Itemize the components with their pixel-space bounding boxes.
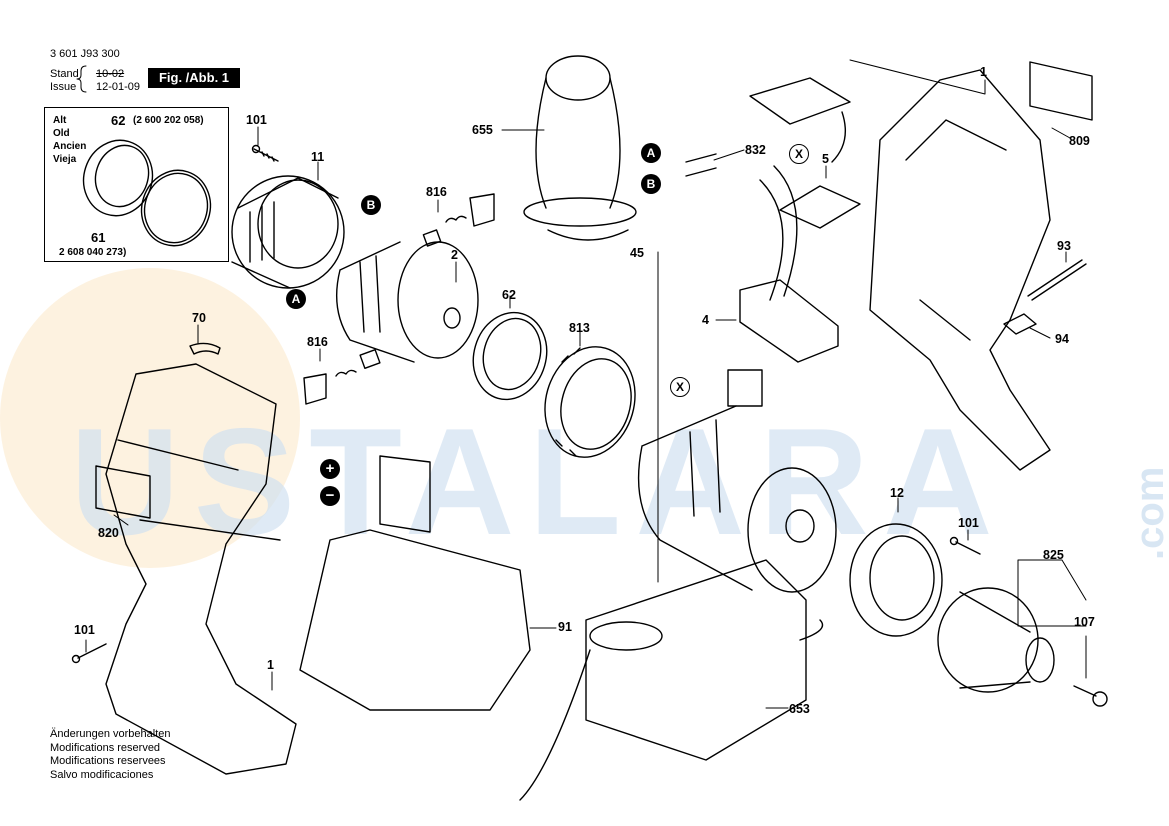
screw-107	[1073, 685, 1108, 707]
callout-5: 5	[822, 152, 829, 166]
screw-101-right	[949, 536, 981, 555]
marker-b-left: B	[361, 195, 381, 215]
holster-655	[523, 55, 637, 241]
callout-1-bottom: 1	[267, 658, 274, 672]
doc-number: 3 601 J93 300	[50, 48, 120, 60]
stand-date: 10-02	[96, 68, 125, 80]
callout-107: 107	[1074, 615, 1095, 629]
battery-91	[299, 455, 531, 711]
old-part-61: 61	[91, 230, 106, 245]
callout-2: 2	[451, 248, 458, 262]
notes: Änderungen vorbehalten Modifications res…	[50, 728, 170, 782]
header-brace	[76, 65, 87, 93]
housing-half-1-top	[869, 69, 1051, 471]
marker-plus: +	[320, 459, 340, 479]
callout-94: 94	[1055, 332, 1069, 346]
callout-45: 45	[630, 246, 644, 260]
marker-x-middle: X	[670, 377, 690, 397]
old-parts-box: Alt Old Ancien Vieja 62 (2 600 202 058) …	[44, 107, 229, 262]
callout-653: 653	[789, 702, 810, 716]
slide-5	[779, 185, 861, 229]
switch-4	[685, 153, 839, 407]
clip-70	[189, 342, 221, 355]
watermark-text: USTALARA	[70, 397, 1007, 567]
old-ring-61	[140, 169, 212, 247]
charger-653	[519, 559, 824, 801]
old-ring-62	[82, 139, 154, 217]
screw-101-top	[251, 144, 279, 162]
gear-housing-11	[231, 175, 345, 289]
callout-91: 91	[558, 620, 572, 634]
old-part-61-number: 2 608 040 273)	[59, 247, 127, 258]
note-es: Salvo modificaciones	[50, 768, 154, 781]
callout-1-top: 1	[980, 65, 987, 79]
callout-12: 12	[890, 486, 904, 500]
marker-minus: −	[320, 486, 340, 506]
old-label-de: Alt	[53, 115, 67, 126]
callout-655: 655	[472, 123, 493, 137]
callout-816-top: 816	[426, 185, 447, 199]
brush-set-816-bottom	[303, 348, 381, 405]
callout-101-top: 101	[246, 113, 267, 127]
marker-a-left: A	[286, 289, 306, 309]
issue-date: 12-01-09	[96, 81, 141, 93]
ring-gear-813	[544, 346, 636, 458]
callout-816-bottom: 816	[307, 335, 328, 349]
marker-a-right: A	[641, 143, 661, 163]
note-de: Änderungen vorbehalten	[50, 728, 171, 740]
label-820	[95, 465, 151, 519]
figure-label: Fig. /Abb. 1	[148, 68, 240, 88]
callout-4: 4	[702, 313, 709, 327]
stand-label: Stand	[50, 68, 79, 80]
callout-11: 11	[311, 150, 325, 164]
callout-101-left: 101	[74, 623, 95, 637]
leader-lines	[85, 59, 1087, 709]
old-labels: Alt Old Ancien Vieja	[53, 114, 86, 166]
callout-62: 62	[502, 288, 516, 302]
screw-101-left	[71, 643, 107, 664]
callout-813: 813	[569, 321, 590, 335]
clip-94	[1003, 313, 1037, 335]
old-part-62: 62	[111, 113, 126, 128]
flange-12	[849, 523, 943, 637]
old-label-fr: Ancien	[53, 141, 87, 152]
old-label-en: Old	[53, 128, 70, 139]
cover-832	[749, 77, 851, 163]
callout-832: 832	[745, 143, 766, 157]
issue-label: Issue	[50, 81, 77, 93]
callout-809: 809	[1069, 134, 1090, 148]
callout-101-right: 101	[958, 516, 979, 530]
bit-93	[1027, 259, 1087, 301]
note-fr: Modifications reservees	[50, 755, 166, 767]
callout-70: 70	[192, 311, 206, 325]
planetary-gearbox	[637, 405, 837, 593]
callout-825: 825	[1043, 548, 1064, 562]
marker-b-right: B	[641, 174, 661, 194]
old-label-es: Vieja	[53, 154, 77, 165]
callout-820: 820	[98, 526, 119, 540]
old-part-62-number: (2 600 202 058)	[133, 115, 204, 126]
ring-62	[472, 311, 548, 401]
housing-half-1-left	[105, 363, 297, 775]
note-en: Modifications reserved	[50, 741, 161, 754]
chuck-825	[937, 587, 1055, 693]
marker-x-top: X	[789, 144, 809, 164]
brush-set-816-top	[422, 193, 495, 247]
label-809	[1029, 61, 1093, 121]
callout-93: 93	[1057, 239, 1071, 253]
